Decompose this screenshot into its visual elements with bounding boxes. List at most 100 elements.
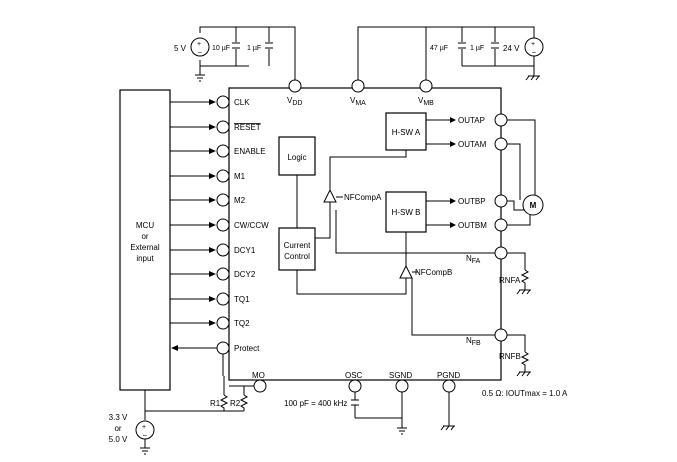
label-outap: OUTAP — [458, 116, 485, 125]
ic-body — [228, 87, 502, 381]
sense-section: NFA NFB RNFA RNFB 0.5 Ω: IOUTmax = 1.0 A — [466, 246, 568, 398]
cap-47uf-label: 47 µF — [430, 45, 448, 52]
label-outam: OUTAM — [458, 140, 487, 149]
input-pin-clk: CLK — [170, 95, 250, 109]
svg-text:NFB: NFB — [466, 336, 481, 347]
svg-text:H-SW A: H-SW A — [392, 128, 421, 137]
svg-text:–: – — [532, 49, 536, 56]
label-outbm: OUTBM — [458, 221, 487, 230]
r2-resistor-icon — [239, 394, 249, 411]
svg-text:input: input — [136, 254, 154, 263]
cap-1uf-right-label: 1 µF — [470, 45, 484, 52]
rnfa-resistor-icon — [520, 269, 530, 290]
signal-arrow-icon — [209, 247, 216, 253]
rnf-note: 0.5 Ω: IOUTmax = 1.0 A — [482, 389, 568, 398]
mcu-block — [119, 89, 171, 391]
motor-icon — [522, 194, 544, 216]
pin-nfa — [494, 246, 508, 260]
r1-label: R1 — [210, 399, 221, 408]
svg-text:MCU: MCU — [136, 221, 154, 230]
svg-text:VMA: VMA — [350, 96, 366, 107]
pin-outap — [494, 113, 508, 127]
svg-text:+: + — [531, 41, 535, 48]
logic-label: Logic — [287, 153, 306, 162]
pin-vma — [351, 79, 365, 93]
input-pin-label: Protect — [234, 344, 260, 353]
left-supply: +– 5 V 10 µF 1 µF — [174, 26, 296, 82]
svg-text:PGND: PGND — [437, 371, 460, 380]
comparator-b: NFCompB — [296, 232, 495, 336]
pin-outam — [494, 137, 508, 151]
mcu-label: MCU or External input — [130, 221, 160, 263]
svg-text:or: or — [141, 232, 148, 241]
input-pin-m2: M2 — [170, 193, 246, 207]
input-pin-label: ENABLE — [234, 147, 266, 156]
svg-text:5.0 V: 5.0 V — [109, 435, 128, 444]
signal-arrow-icon — [209, 148, 216, 154]
top-pins: VDD VMA VMB — [287, 79, 434, 107]
pin-outbp — [494, 194, 508, 208]
signal-arrow-icon — [209, 124, 216, 130]
supply-5v-label: 5 V — [174, 44, 187, 53]
voltage-source-5v-icon — [190, 37, 210, 57]
signal-arrow-icon — [209, 197, 216, 203]
comparator-a: NFCompA — [315, 150, 495, 254]
hsw-b-block — [385, 191, 427, 233]
svg-text:M: M — [530, 201, 537, 210]
svg-text:H-SW B: H-SW B — [392, 208, 421, 217]
svg-text:+: + — [197, 41, 201, 48]
input-pin-dcy2: DCY2 — [170, 267, 256, 281]
supply-24v-label: 24 V — [503, 44, 520, 53]
pin-pgnd — [442, 379, 456, 393]
signal-arrow-icon — [209, 296, 216, 302]
input-pin-enable: ENABLE — [170, 144, 266, 158]
input-pin-label: CLK — [234, 98, 250, 107]
svg-text:MO: MO — [252, 371, 265, 380]
cap-10uf-label: 10 µF — [212, 45, 230, 52]
input-pin-label: M1 — [234, 172, 246, 181]
input-pin-dcy1: DCY1 — [170, 243, 256, 257]
input-pin-label: RESET — [234, 123, 261, 132]
svg-text:VDD: VDD — [287, 96, 302, 107]
signal-arrow-icon — [209, 320, 216, 326]
r1-resistor-icon — [219, 394, 229, 411]
rnfa-label: RNFA — [499, 276, 521, 285]
cap-1uf-label: 1 µF — [247, 45, 261, 52]
input-pin-cw-ccw: CW/CCW — [170, 218, 269, 232]
input-pin-label: TQ2 — [234, 319, 250, 328]
right-supply: +– 47 µF 1 µF 24 V — [357, 26, 544, 81]
svg-text:VMB: VMB — [418, 96, 434, 107]
input-pin-label: DCY1 — [234, 246, 256, 255]
svg-text:or: or — [114, 424, 121, 433]
rnfb-label: RNFB — [499, 352, 521, 361]
svg-text:3.3 V: 3.3 V — [109, 413, 128, 422]
svg-text:SGND: SGND — [389, 371, 412, 380]
pin-osc — [348, 379, 362, 393]
input-pin-protect: Protect — [171, 341, 260, 355]
svg-text:Control: Control — [284, 252, 310, 261]
svg-text:NFCompB: NFCompB — [415, 268, 452, 277]
pin-vdd — [288, 79, 302, 93]
pin-nfb — [494, 328, 508, 342]
motor: M — [507, 119, 544, 226]
input-pin-tq1: TQ1 — [170, 292, 250, 306]
pin-mo — [253, 379, 267, 393]
pin-outbm — [494, 218, 508, 232]
input-pin-label: TQ1 — [234, 295, 250, 304]
rnfb-resistor-icon — [520, 351, 530, 372]
input-pin-label: CW/CCW — [234, 221, 269, 230]
svg-text:100 pF = 400 kHz: 100 pF = 400 kHz — [284, 399, 347, 408]
voltage-source-24v-icon — [524, 37, 544, 57]
bottom-pins: MO OSC SGND PGND 100 pF = 400 kHz R1 R2 — [145, 371, 460, 435]
signal-arrow-icon — [209, 99, 216, 105]
input-pin-m1: M1 — [170, 169, 246, 183]
input-pin-label: M2 — [234, 196, 246, 205]
input-pin-reset: RESET — [170, 120, 261, 134]
svg-text:+: + — [142, 424, 146, 431]
input-pin-tq2: TQ2 — [170, 316, 250, 330]
svg-text:OSC: OSC — [345, 371, 363, 380]
input-pin-label: DCY2 — [234, 270, 256, 279]
label-outbp: OUTBP — [458, 197, 486, 206]
